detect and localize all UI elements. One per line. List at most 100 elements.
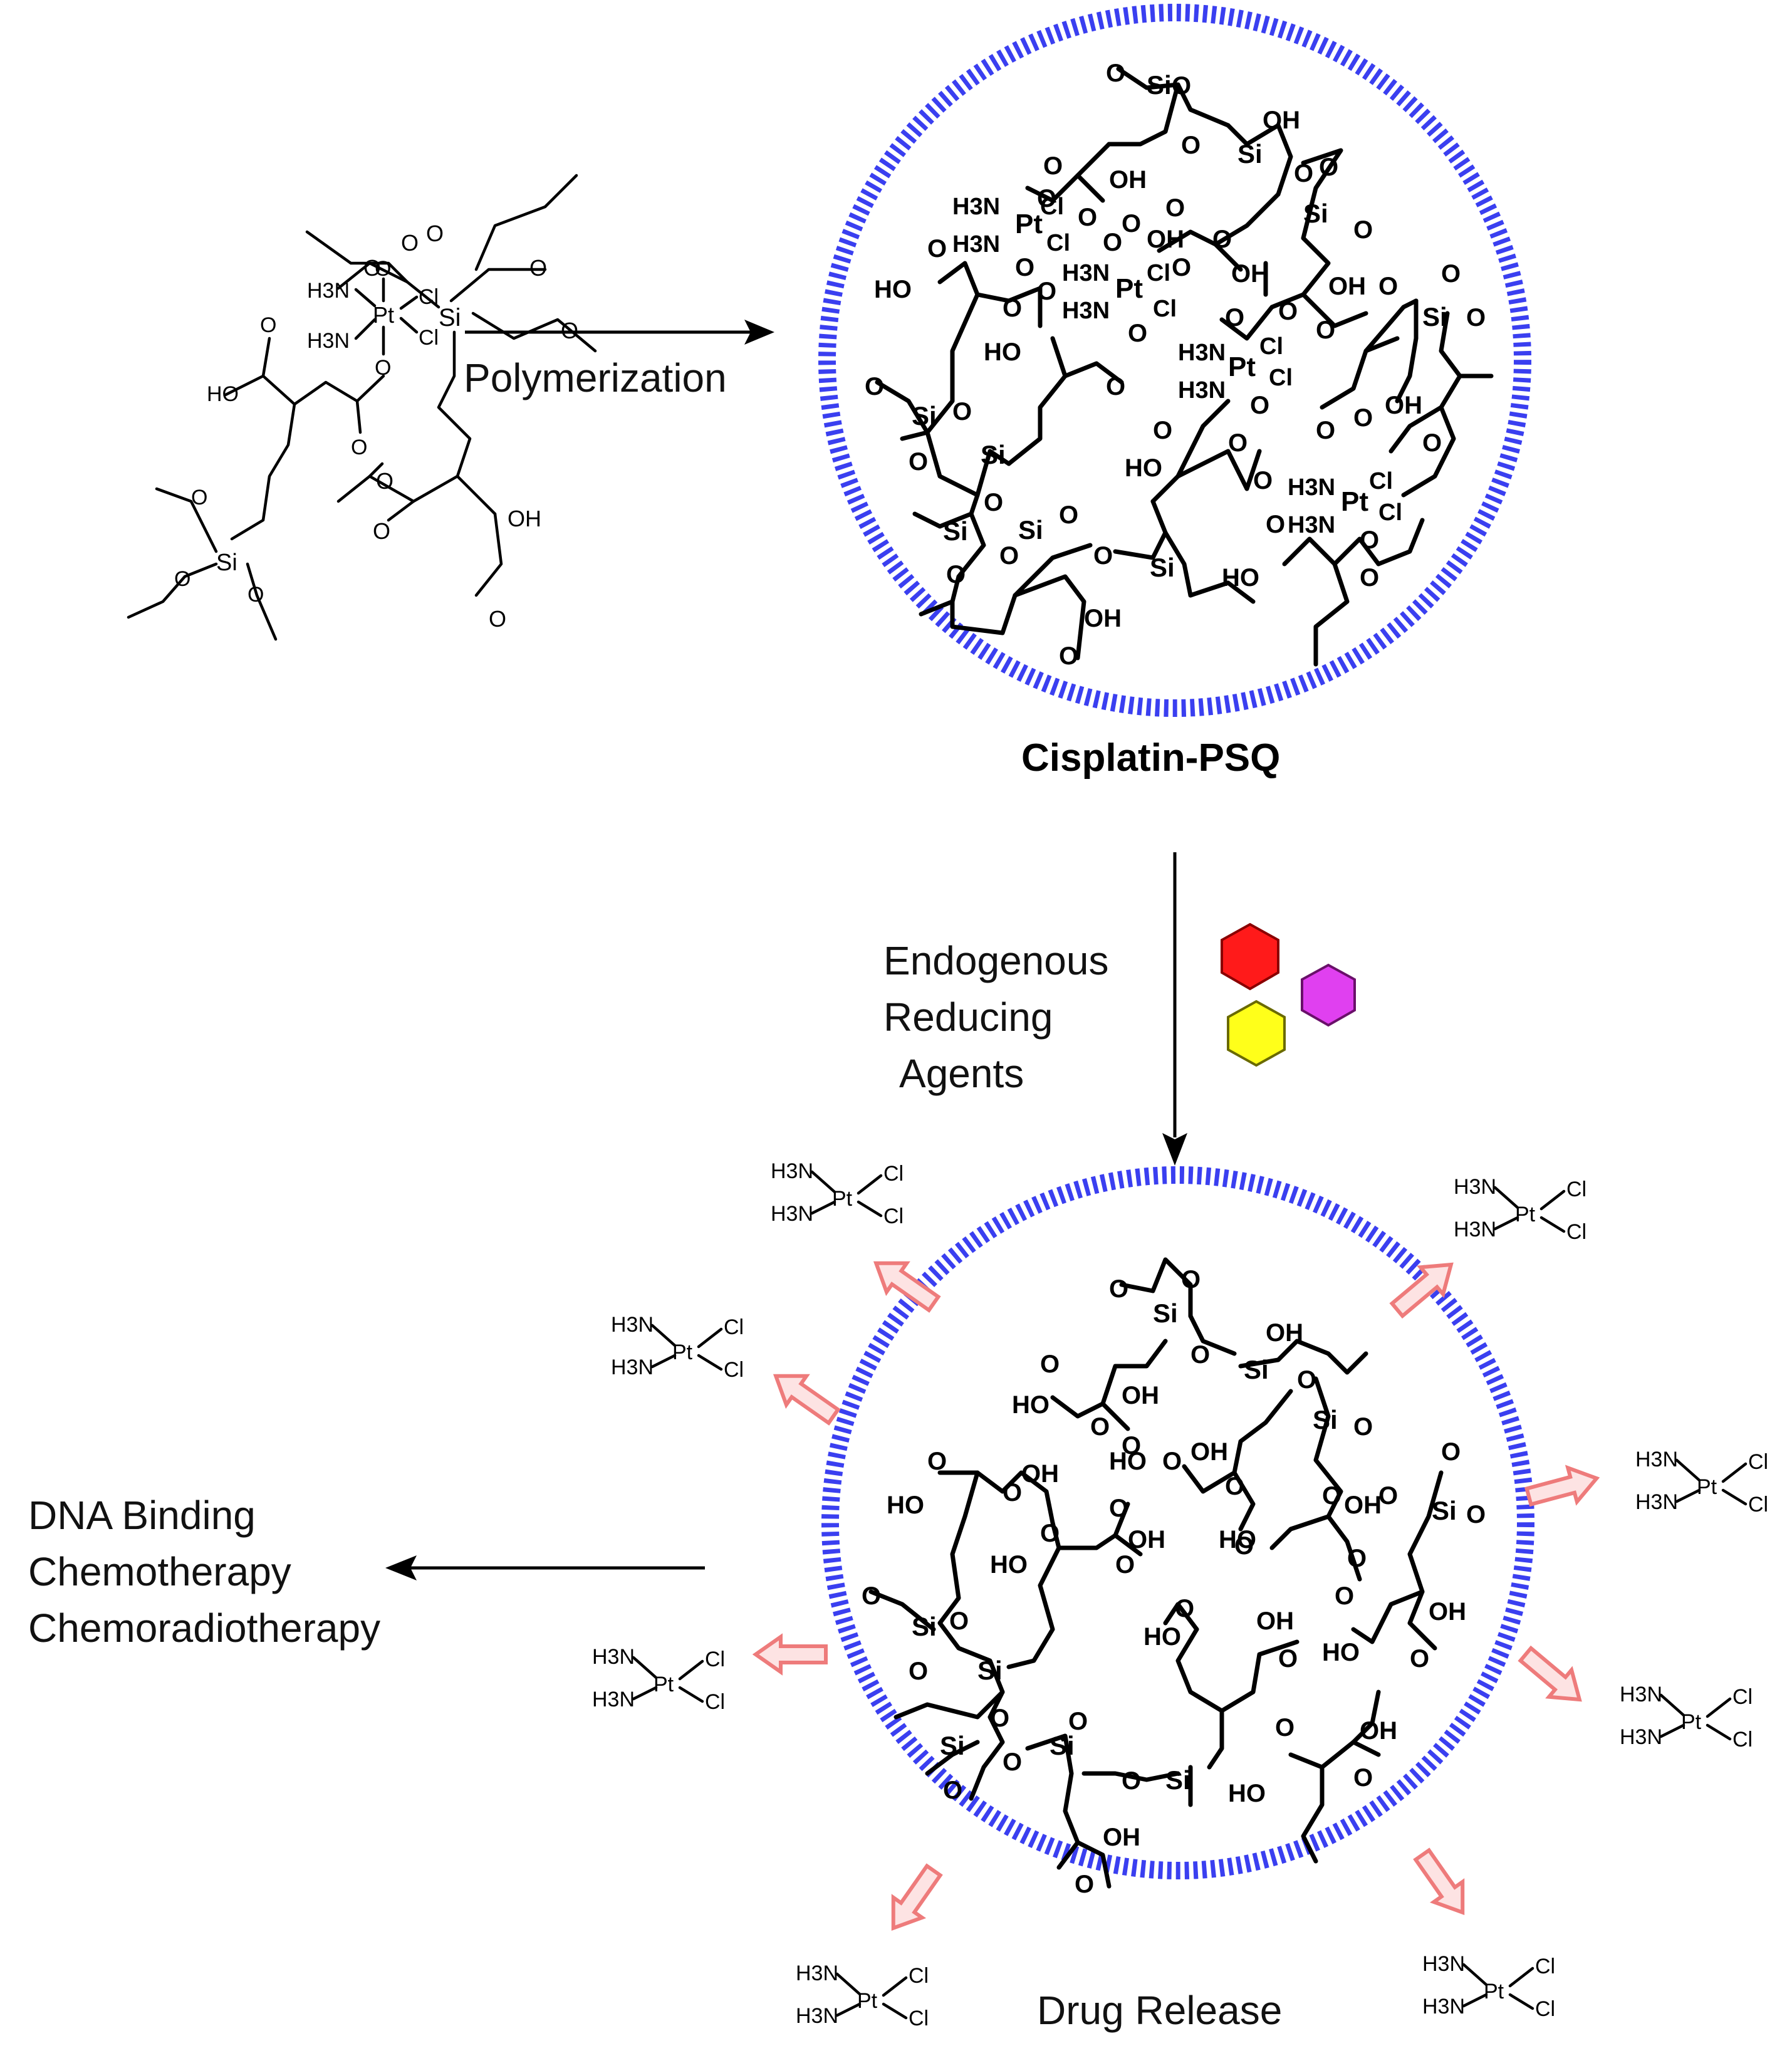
- svg-text:O: O: [1275, 1714, 1295, 1742]
- svg-text:O: O: [373, 518, 390, 544]
- svg-text:OH: OH: [1147, 226, 1184, 253]
- svg-text:O: O: [1297, 1366, 1316, 1394]
- reduction-arrow: [1162, 852, 1187, 1166]
- svg-text:O: O: [1165, 194, 1185, 222]
- svg-text:HO: HO: [990, 1551, 1028, 1579]
- svg-text:OH: OH: [1122, 1382, 1159, 1409]
- product-label: Cisplatin-PSQ: [1021, 736, 1280, 780]
- svg-text:HO: HO: [1109, 1448, 1147, 1475]
- release-arrow: [1408, 1845, 1477, 1923]
- svg-text:OH: OH: [1360, 1717, 1397, 1745]
- svg-text:O: O: [1278, 1645, 1298, 1673]
- svg-text:OH: OH: [1429, 1598, 1466, 1626]
- svg-text:HO: HO: [984, 338, 1021, 366]
- svg-text:Cl: Cl: [1378, 499, 1402, 526]
- reducing-agents-label: Endogenous Reducing Agents: [883, 938, 1108, 1096]
- svg-text:O: O: [1225, 1473, 1244, 1500]
- svg-text:O: O: [1228, 429, 1248, 457]
- svg-text:H3N: H3N: [1178, 340, 1226, 366]
- svg-text:O: O: [927, 235, 947, 263]
- svg-text:HO: HO: [887, 1491, 924, 1519]
- reducing-agent-hexagons: [1221, 922, 1356, 1067]
- svg-text:Cl: Cl: [1153, 296, 1177, 322]
- svg-text:Si: Si: [1018, 515, 1043, 545]
- svg-text:O: O: [1266, 511, 1285, 538]
- svg-text:OH: OH: [1266, 1319, 1303, 1347]
- svg-text:O: O: [1078, 204, 1097, 231]
- svg-text:HO: HO: [1012, 1391, 1050, 1419]
- svg-text:OH: OH: [1385, 392, 1422, 419]
- svg-text:O: O: [351, 436, 367, 459]
- svg-text:HO: HO: [874, 276, 912, 303]
- svg-text:OH: OH: [1256, 1607, 1294, 1635]
- svg-text:Si: Si: [912, 401, 937, 431]
- svg-text:O: O: [1353, 1764, 1373, 1792]
- cisplatin-molecule: [611, 1313, 744, 1382]
- svg-text:O: O: [1422, 429, 1442, 457]
- agent-hexagon-yellow: [1227, 1000, 1286, 1067]
- svg-text:O: O: [1172, 254, 1191, 281]
- svg-text:O: O: [1360, 564, 1379, 592]
- svg-text:O: O: [1319, 154, 1338, 181]
- svg-text:Si: Si: [216, 550, 237, 576]
- svg-text:H3N: H3N: [1062, 260, 1110, 286]
- svg-text:O: O: [1059, 642, 1078, 670]
- svg-text:Si: Si: [1432, 1496, 1457, 1525]
- cisplatin-molecule: [1620, 1683, 1753, 1752]
- svg-text:OH: OH: [1021, 1460, 1059, 1488]
- svg-text:O: O: [1441, 1438, 1461, 1466]
- svg-text:Pt: Pt: [1015, 209, 1043, 239]
- svg-text:DNA Binding: DNA Binding: [28, 1493, 256, 1538]
- svg-text:O: O: [1353, 216, 1373, 244]
- svg-text:Endogenous: Endogenous: [883, 938, 1108, 983]
- svg-text:Reducing: Reducing: [883, 995, 1053, 1040]
- svg-text:Si: Si: [1313, 1405, 1338, 1434]
- svg-text:O: O: [1090, 1413, 1110, 1441]
- svg-text:O: O: [174, 567, 190, 591]
- svg-text:H3N: H3N: [1178, 377, 1226, 404]
- svg-text:O: O: [1441, 260, 1461, 288]
- svg-text:O: O: [946, 561, 966, 588]
- svg-text:O: O: [1109, 1275, 1128, 1303]
- drug-release-label: Drug Release: [1037, 1988, 1282, 2033]
- svg-text:Si: Si: [981, 440, 1006, 469]
- monomer-structure: Si O O O O O: [127, 174, 597, 641]
- svg-text:H3N: H3N: [307, 279, 350, 303]
- svg-text:OH: OH: [1103, 1824, 1140, 1851]
- svg-text:O: O: [1106, 60, 1125, 87]
- svg-text:Si: Si: [1153, 1298, 1178, 1328]
- svg-text:O: O: [1347, 1545, 1367, 1572]
- svg-text:OH: OH: [1328, 273, 1366, 300]
- svg-text:O: O: [909, 448, 928, 476]
- svg-text:O: O: [1122, 1767, 1141, 1795]
- svg-text:HO: HO: [1219, 1526, 1256, 1554]
- svg-text:H3N: H3N: [1062, 298, 1110, 324]
- svg-text:HO: HO: [207, 382, 239, 406]
- svg-text:OH: OH: [1190, 1438, 1228, 1466]
- svg-text:O: O: [1294, 160, 1313, 187]
- svg-text:H3N: H3N: [1288, 512, 1335, 538]
- release-arrow: [879, 1861, 948, 1938]
- svg-text:Cl: Cl: [419, 326, 439, 350]
- svg-text:O: O: [952, 398, 972, 426]
- svg-text:Pt: Pt: [1115, 273, 1143, 304]
- svg-text:Si: Si: [940, 1731, 965, 1760]
- svg-text:O: O: [1068, 1708, 1088, 1735]
- cisplatin-molecule: [592, 1645, 725, 1714]
- svg-text:O: O: [943, 1777, 962, 1804]
- svg-text:O: O: [1003, 1748, 1022, 1776]
- svg-text:O: O: [1003, 295, 1022, 322]
- psq-network-bottom: [868, 1257, 1444, 1889]
- svg-text:OH: OH: [1263, 107, 1300, 134]
- svg-text:O: O: [247, 583, 264, 607]
- svg-text:O: O: [1015, 254, 1034, 281]
- release-arrow: [766, 1362, 843, 1431]
- svg-text:Cl: Cl: [1259, 333, 1283, 360]
- svg-text:O: O: [1003, 1479, 1022, 1507]
- svg-text:H3N: H3N: [952, 231, 1000, 258]
- svg-text:O: O: [1122, 210, 1141, 238]
- svg-text:Cl: Cl: [1040, 194, 1064, 220]
- svg-text:OH: OH: [508, 506, 541, 531]
- svg-text:O: O: [1109, 1495, 1128, 1522]
- svg-text:O: O: [489, 606, 506, 632]
